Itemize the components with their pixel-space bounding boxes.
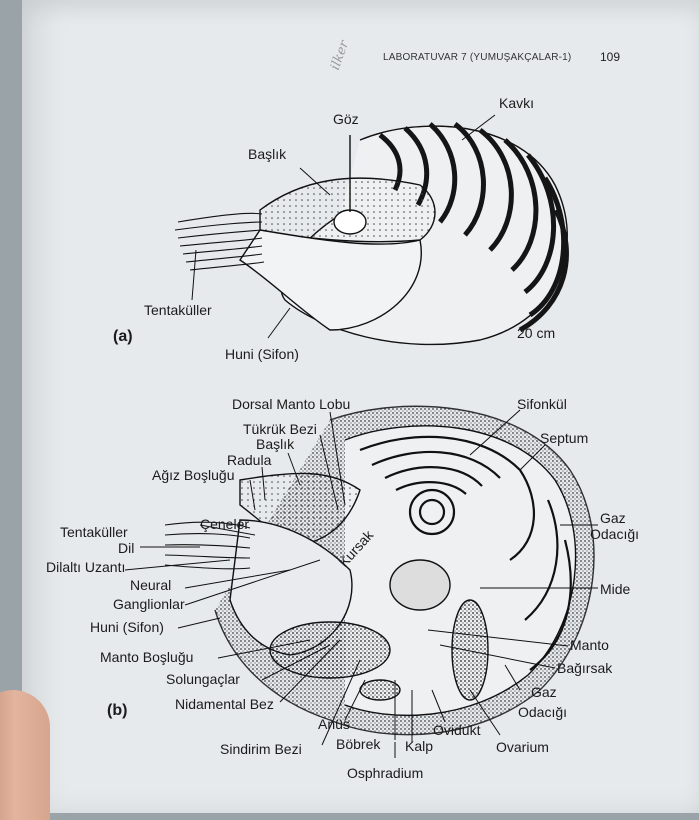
label-ovidukt: Ovidukt xyxy=(433,722,481,738)
label-bagirsak: Bağırsak xyxy=(557,660,613,676)
label-bobrek: Böbrek xyxy=(336,736,381,752)
label-kalp: Kalp xyxy=(405,738,434,754)
label-solungaclar: Solungaçlar xyxy=(166,671,240,687)
label-ganglionlar: Ganglionlar xyxy=(113,596,185,612)
label-gaz-odacigi-1a: Gaz xyxy=(600,510,626,526)
label-gaz-odacigi-2a: Gaz xyxy=(531,684,557,700)
label-septum: Septum xyxy=(540,430,589,446)
label-osphradium: Osphradium xyxy=(347,765,424,781)
label-anus: Anüs xyxy=(318,716,350,732)
nautilus-external-drawing xyxy=(174,114,569,346)
running-title: LABORATUVAR 7 (YUMUŞAKÇALAR-1) xyxy=(383,52,572,63)
label-dilalti-uzanti: Dilaltı Uzantı xyxy=(46,559,126,575)
label-dil: Dil xyxy=(118,540,135,556)
label-tentakuller-b: Tentaküller xyxy=(60,524,128,540)
label-goz: Göz xyxy=(333,111,359,127)
label-sindirim-bezi: Sindirim Bezi xyxy=(220,741,302,757)
panel-label-b: (b) xyxy=(107,702,128,719)
nautilus-section-drawing xyxy=(124,405,598,758)
label-ceneler: Çeneler xyxy=(200,516,250,532)
scale-bar-label: 20 cm xyxy=(517,325,556,341)
label-tukruk-bezi: Tükrük Bezi xyxy=(243,421,317,437)
label-agiz-boslugu: Ağız Boşluğu xyxy=(152,467,235,483)
label-baslik-a: Başlık xyxy=(248,146,287,162)
label-huni-b: Huni (Sifon) xyxy=(90,619,164,635)
label-mide: Mide xyxy=(600,581,631,597)
label-manto: Manto xyxy=(570,637,609,653)
label-sifonkul: Sifonkül xyxy=(517,396,567,412)
label-gaz-odacigi-1b: Odacığı xyxy=(590,526,640,542)
panel-label-a: (a) xyxy=(113,328,133,345)
label-baslik-b: Başlık xyxy=(256,436,295,452)
label-tentakuller-a: Tentaküller xyxy=(144,302,212,318)
label-radula: Radula xyxy=(227,452,272,468)
label-nidamental-bez: Nidamental Bez xyxy=(175,696,274,712)
thumb xyxy=(0,690,50,820)
label-kavki: Kavkı xyxy=(499,95,535,111)
label-neural: Neural xyxy=(130,577,172,593)
label-dorsal-manto-lobu: Dorsal Manto Lobu xyxy=(232,396,351,412)
page-number: 109 xyxy=(600,50,621,64)
label-manto-boslugu: Manto Boşluğu xyxy=(100,649,194,665)
label-gaz-odacigi-2b: Odacığı xyxy=(518,704,568,720)
label-ovarium: Ovarium xyxy=(496,739,549,755)
label-huni-a: Huni (Sifon) xyxy=(225,346,299,362)
